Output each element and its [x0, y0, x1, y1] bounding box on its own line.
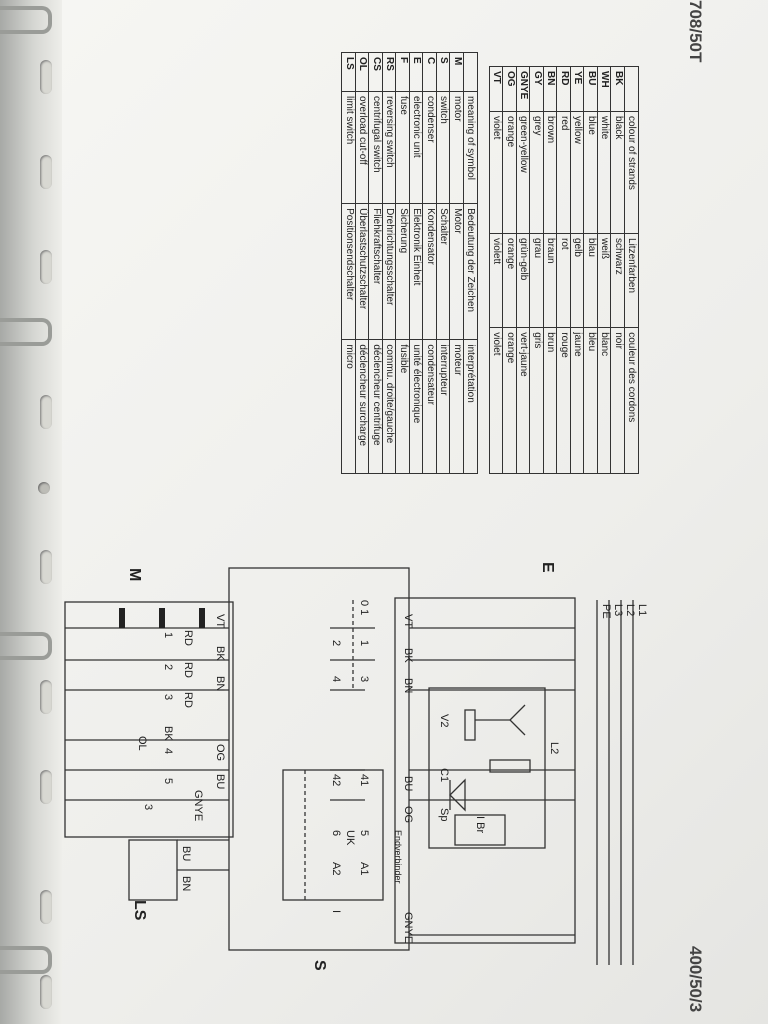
punch-hole — [40, 770, 52, 804]
motor-red-label: RD — [182, 692, 194, 708]
motor-terminal: 1 — [162, 632, 174, 638]
motor-terminal: BK — [162, 726, 174, 741]
block-ls-label: LS — [131, 900, 148, 921]
supply-pe: PE — [600, 604, 612, 619]
supply-l2: L2 — [624, 604, 636, 616]
punch-hole — [40, 250, 52, 284]
wiring-diagram: L1 L2 L3 PE E S M LS VT BK BN BU OG GNYE… — [64, 562, 648, 971]
switch-terminal: 41 — [358, 774, 370, 786]
switch-terminal: 2 — [330, 640, 342, 646]
motor-terminal: 4 — [162, 748, 174, 754]
wire-label: OG — [402, 806, 414, 823]
block-m-label: M — [126, 568, 143, 581]
annotation: 3 — [142, 804, 154, 810]
binder-ring — [0, 318, 52, 346]
e-terminal: L2 — [548, 742, 560, 754]
punch-hole — [40, 975, 52, 1009]
motor-terminal: 5 — [162, 778, 174, 784]
supply-l1: L1 — [636, 604, 648, 616]
motor-wire-label: VT — [214, 614, 226, 628]
paper-sheet — [62, 0, 768, 1024]
motor-terminal: 3 — [162, 694, 174, 700]
e-terminal: Sp — [438, 808, 450, 821]
motor-wire-label: BN — [214, 676, 226, 691]
annotation: OL — [136, 736, 148, 751]
switch-terminal: A1 — [358, 862, 370, 875]
switch-terminal: 1 — [358, 640, 370, 646]
punch-hole — [40, 680, 52, 714]
punch-hole — [40, 60, 52, 94]
binder-spine — [0, 0, 62, 1024]
e-terminal: V2 — [438, 714, 450, 727]
ls-wire-label: BU — [180, 846, 192, 861]
switch-terminal: I — [330, 910, 342, 913]
e-terminal: C1 — [438, 768, 450, 782]
wire-label: GNYE — [402, 912, 414, 943]
switch-terminal: 3 — [358, 676, 370, 682]
punch-hole — [40, 155, 52, 189]
ls-wire-label: BN — [180, 876, 192, 891]
wire-label: BK — [402, 648, 414, 663]
block-s-label: S — [311, 960, 328, 971]
punch-hole — [38, 482, 50, 494]
motor-red-label: RD — [182, 662, 194, 678]
switch-terminal: UK — [344, 830, 356, 846]
motor-wire-label: OG — [214, 744, 226, 761]
supply-l3: L3 — [612, 604, 624, 616]
motor-terminal: 2 — [162, 664, 174, 670]
wire-label: BN — [402, 678, 414, 693]
switch-terminal: 6 — [330, 830, 342, 836]
e-terminal: I Br — [474, 816, 486, 833]
switch-terminal: A2 — [330, 862, 342, 875]
binder-ring — [0, 946, 52, 974]
switch-terminal: 4 — [330, 676, 342, 682]
rotated-page: 708/50T 400/50/3 colour of strands Litze… — [63, 0, 705, 1024]
wire-label: VT — [402, 614, 414, 628]
motor-wire-label: BU — [214, 774, 226, 789]
punch-hole — [40, 395, 52, 429]
binder-ring — [0, 6, 52, 34]
motor-red-label: RD — [182, 630, 194, 646]
motor-wire-label: BK — [214, 646, 226, 661]
binder-ring — [0, 632, 52, 660]
punch-hole — [40, 890, 52, 924]
switch-terminal: 5 — [358, 830, 370, 836]
motor-wire-label: GNYE — [192, 790, 204, 821]
annotation: Endverbinder — [393, 830, 403, 884]
punch-hole — [40, 550, 52, 584]
block-e-label: E — [539, 562, 556, 573]
wire-label: BU — [402, 776, 414, 791]
switch-terminal: 0 1 — [358, 600, 370, 615]
switch-terminal: 42 — [330, 774, 342, 786]
